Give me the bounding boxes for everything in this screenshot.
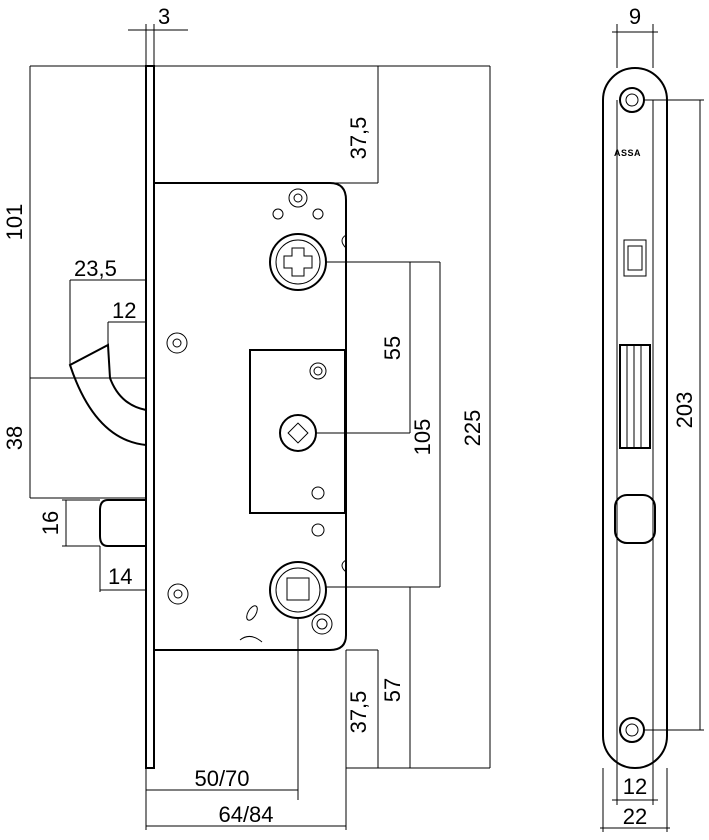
latch-slot	[614, 494, 656, 544]
dim-case-depth: 64/84	[218, 802, 273, 827]
cross-slot-icon	[283, 247, 313, 277]
lock-body-side-view	[68, 65, 347, 769]
dim-backset: 50/70	[194, 766, 249, 791]
mounting-screw	[167, 583, 189, 605]
brand-label: ASSA	[614, 148, 641, 158]
dim-plate-inner-width: 12	[623, 774, 647, 799]
deadbolt-slot	[623, 239, 647, 277]
dim-deadbolt-inner: 12	[112, 298, 136, 323]
dimension-lines-front	[600, 24, 704, 832]
follower-plate	[249, 349, 346, 514]
hook-slot	[619, 344, 651, 449]
front-plate-edge	[145, 65, 155, 769]
faceplate-front-view	[602, 67, 668, 769]
dim-center-distance: 105	[410, 419, 435, 456]
screw-hole	[312, 208, 324, 220]
dim-total-height: 225	[460, 410, 485, 447]
dim-latch-projection: 14	[108, 564, 132, 589]
spindle-hole	[279, 414, 317, 452]
dim-lower-to-cylinder: 57	[380, 678, 405, 702]
cylinder-hole-upper	[269, 233, 327, 291]
dim-lower-case-edge: 37,5	[346, 691, 371, 734]
hook-bolt	[68, 343, 147, 446]
dim-deadbolt-projection: 23,5	[74, 256, 117, 281]
dimension-lines-side	[29, 24, 491, 830]
faceplate-screw-bottom	[619, 717, 645, 743]
screw-hole	[288, 188, 308, 208]
dim-top-to-spindle: 101	[2, 204, 27, 241]
mounting-screw	[166, 332, 188, 354]
faceplate-screw-top	[619, 87, 645, 113]
dim-plate-hole-distance: 203	[672, 392, 697, 429]
faceplate	[602, 67, 668, 769]
cylinder-hole-lower	[269, 561, 327, 619]
dim-plate-thickness: 9	[629, 4, 641, 29]
screw-hole	[272, 208, 284, 220]
dim-top-offset: 3	[158, 4, 170, 29]
dim-plate-width: 22	[623, 804, 647, 829]
dim-latch-height: 16	[38, 511, 63, 535]
dim-follower-height: 38	[2, 426, 27, 450]
latch-bolt	[99, 499, 146, 547]
dim-upper-case-edge: 37,5	[346, 117, 371, 160]
dim-spindle-to-center: 55	[380, 336, 405, 360]
